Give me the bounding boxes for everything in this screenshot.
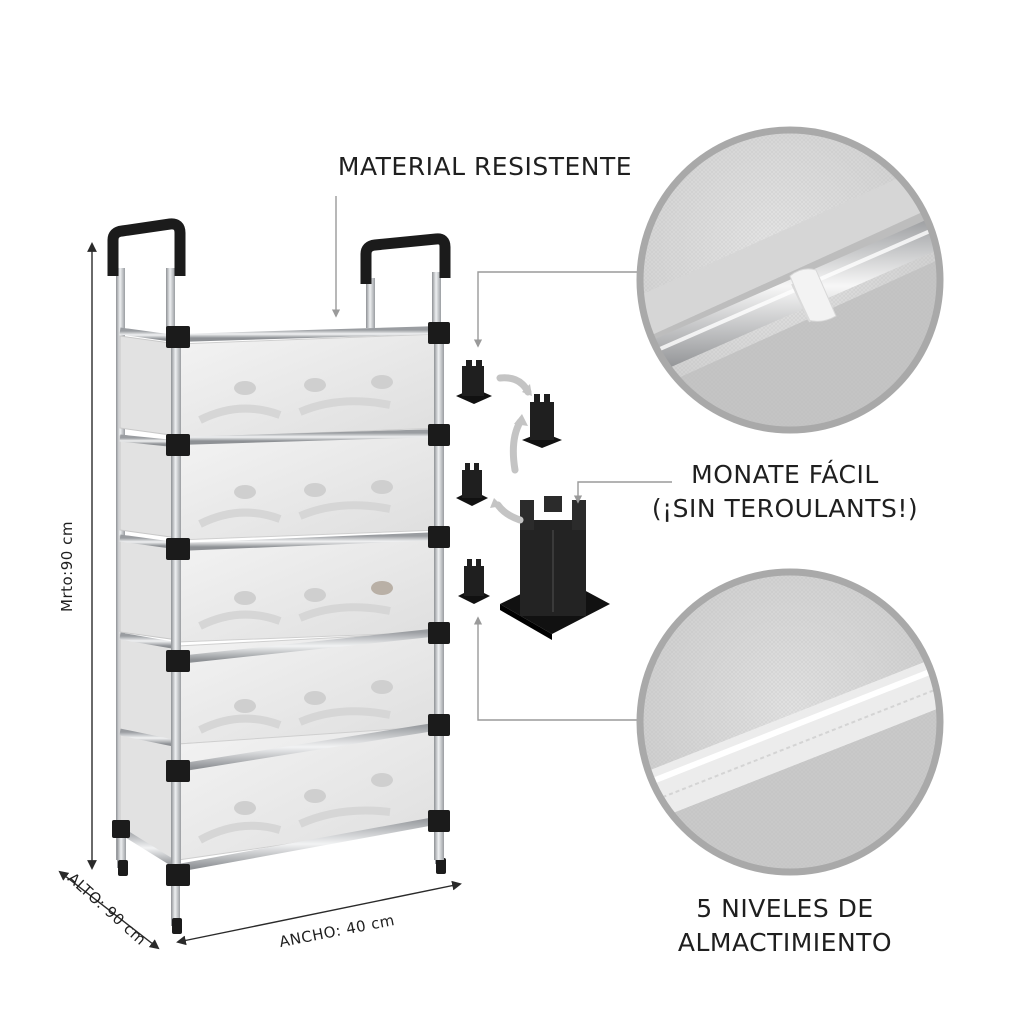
handle-left <box>107 218 186 332</box>
shelf-level-4 <box>119 628 441 745</box>
zoom-detail-fabric <box>636 568 944 876</box>
shelf-level-3 <box>119 532 441 643</box>
zoom-detail-tube <box>636 126 944 434</box>
handle-right <box>360 233 451 328</box>
levels-label: 5 NIVELES DE ALMACTIMIENTO <box>640 892 930 960</box>
assembly-label-line1: MONATE FÁCIL <box>691 460 879 489</box>
assembly-label: MONATE FÁCIL (¡SIN TEROULANTS!) <box>640 458 930 526</box>
material-label: MATERIAL RESISTENTE <box>337 152 633 181</box>
shelf-level-5 <box>118 722 441 872</box>
large-connector-detail <box>500 496 610 640</box>
connector-parts <box>456 360 610 640</box>
corner-connectors <box>112 322 450 886</box>
shelf-level-1 <box>119 326 441 439</box>
shoe-rack <box>107 218 451 934</box>
width-dimension-line <box>176 880 462 946</box>
levels-label-line1: 5 NIVELES DE <box>696 894 874 923</box>
depth-dimension-line <box>58 870 160 950</box>
levels-label-line2: ALMACTIMIENTO <box>677 928 893 957</box>
assembly-label-line2: (¡SIN TEROULANTS!) <box>651 494 919 523</box>
shelf-level-2 <box>119 429 441 541</box>
zoom-leader-lines <box>473 271 672 721</box>
height-dimension-label: Mrto:90 cm <box>58 521 76 612</box>
